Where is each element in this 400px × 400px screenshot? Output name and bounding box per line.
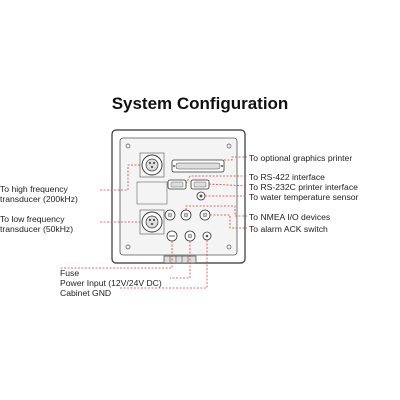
label-rs422: To RS-422 interface [249,172,325,182]
fuse-holder [166,230,178,242]
alarm-ack-port [199,209,211,221]
leader-rs232c [208,183,248,187]
lf-transducer-connector [139,209,165,235]
cabinet-inner-frame [119,137,238,256]
rs232c-port [190,179,210,190]
printer-port [171,159,225,173]
bottom-rail [163,255,197,264]
screw-bottom-left [125,244,131,250]
leader-rs422 [185,175,247,185]
nmea-io-port [180,209,192,221]
screw-bottom-right [226,244,232,250]
leader-graphics-printer [224,156,247,161]
label-cabinet-gnd: Cabinet GND [60,288,112,298]
label-water-temp: To water temperature sensor [249,192,359,202]
leader-cabinet-gnd [120,240,208,289]
cabinet-gnd-terminal [202,231,212,241]
label-graphics-printer: To optional graphics printer [249,153,353,163]
leader-nmea [185,205,247,217]
rs422-port [167,179,187,190]
transducer-bracket [136,181,168,205]
leader-lines [60,156,248,289]
screw-top-right [226,143,232,149]
hf-transducer-connector [139,152,165,178]
label-lf-transducer: To low frequency transducer (50kHz) [0,214,74,234]
screw-top-left [125,143,131,149]
leader-power-input [170,241,191,279]
label-rs232c: To RS-232C printer interface [249,182,358,192]
label-fuse: Fuse [60,268,80,278]
label-power-input: Power Input (12V/24V DC) [60,278,162,288]
leader-alarm-ack [210,214,247,229]
aux-port [164,209,176,221]
label-nmea-io: To NMEA I/O devices [249,212,331,222]
leader-fuse [60,241,173,269]
water-temp-port [196,191,206,201]
diagram-title: System Configuration [111,94,289,113]
power-input-connector [184,230,196,242]
leader-hf-transducer [100,164,142,191]
label-hf-transducer: To high frequency transducer (200kHz) [0,184,78,204]
label-alarm-ack: To alarm ACK switch [249,224,328,234]
